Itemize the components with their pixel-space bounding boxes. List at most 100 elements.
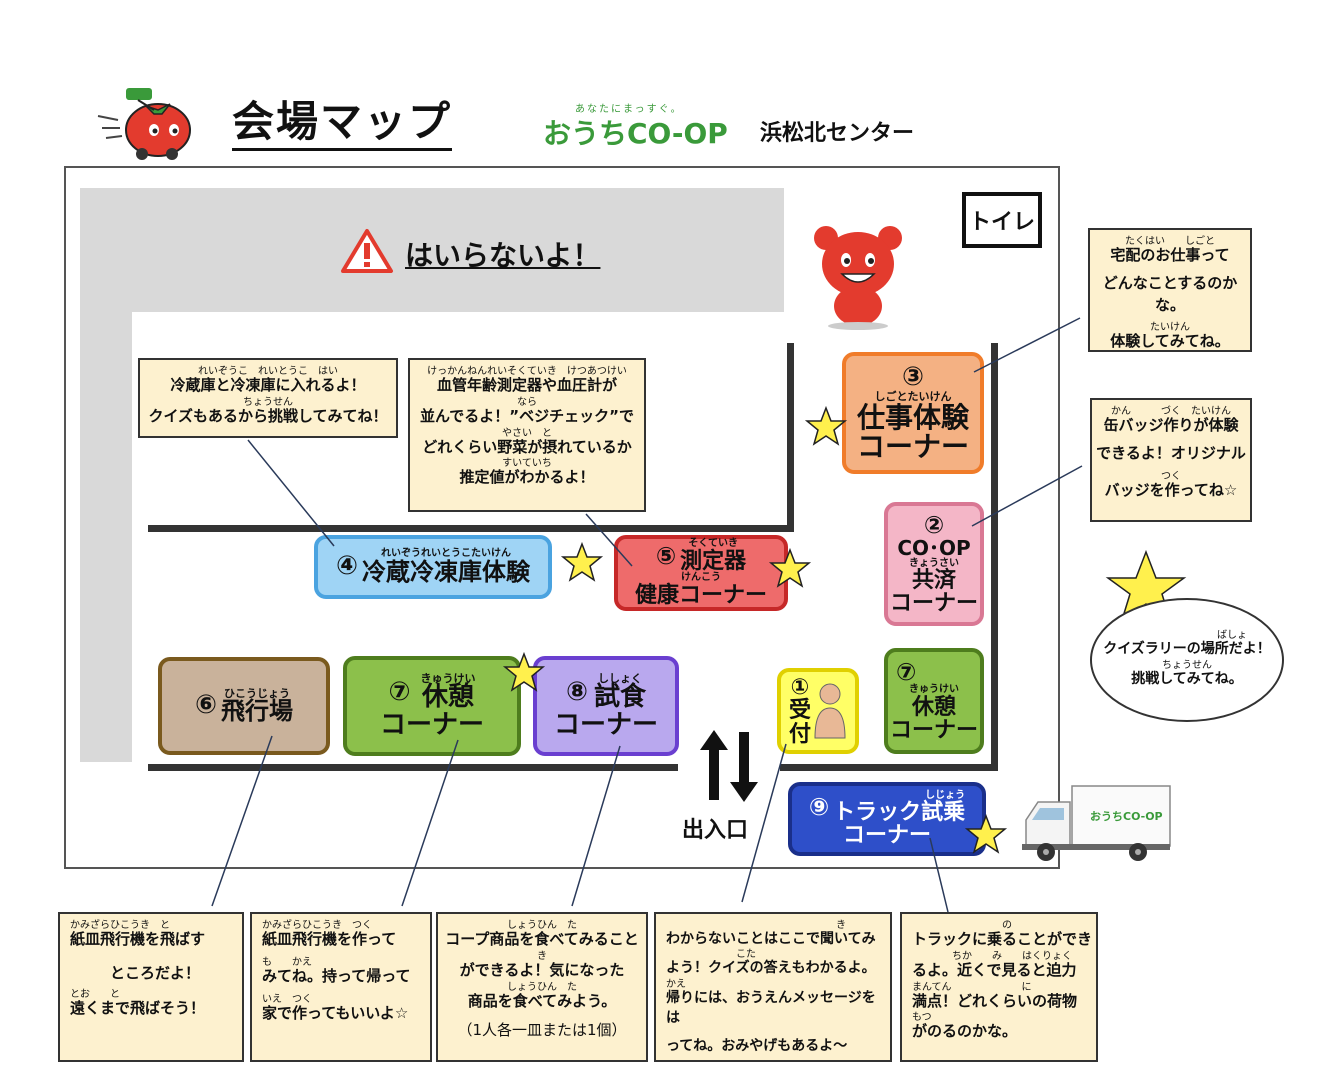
note-fridge: れいぞうこ れいとうこ はい冷蔵庫と冷凍庫に入れるよ！ ちょうせんクイズもあるか… [138, 358, 398, 438]
ruby-text: まんてん に [912, 981, 1032, 993]
corner-label-line2: 付 [788, 721, 811, 747]
corner-number: ③ [901, 362, 924, 393]
ruby-text: かん づく たいけん [1111, 406, 1231, 417]
ruby-text: き [836, 920, 846, 931]
corner-label-line2: コーナー [889, 717, 978, 743]
center-name: 浜松北センター [760, 121, 915, 146]
page-title: 会場マップ [232, 96, 453, 151]
brand-tagline: あなたにまっすぐ。 [575, 104, 683, 115]
ruby-text: ちか み はくりょく [952, 950, 1072, 962]
corner-ruby: ひこうじょう [224, 686, 290, 700]
warning-icon [340, 228, 394, 274]
note-text: ってね。おみやげもあるよ〜 [666, 1038, 848, 1055]
ruby-text: たいけん [1150, 322, 1190, 334]
note-text: 紙皿飛行機を飛ばす [70, 930, 206, 948]
note-text: バッジを作ってね☆ [1104, 480, 1238, 499]
ruby-text: かえ [666, 978, 686, 990]
corner-number: ⑦ [388, 676, 411, 707]
ruby-text: ばしょ [1217, 630, 1247, 641]
ruby-text: もつ [912, 1012, 932, 1024]
corner-ruby: しじょう [925, 789, 966, 801]
ruby-text: すいていち [502, 458, 552, 470]
corner-label-line1: 休憩 [911, 694, 956, 720]
truck-brand-text: おうちCO-OP [1090, 810, 1163, 823]
note-rest: かみざらひこうき つく紙皿飛行機を作って も かえみてね。持って帰って いえ つ… [250, 912, 432, 1062]
corner-1-reception[interactable]: ① 受 付 [777, 668, 859, 754]
corner-label-line2: 健康コーナー [634, 582, 767, 608]
corner-6-airfield[interactable]: ⑥ ひこうじょう 飛行場 [158, 657, 330, 755]
corner-number: ⑥ [194, 690, 217, 721]
corner-4-fridge-freezer[interactable]: ④ れいぞうれいとうこたいけん 冷蔵冷凍庫体験 [314, 535, 552, 599]
ruby-text: も かえ [262, 956, 312, 968]
corner-number: ④ [335, 551, 358, 582]
bubble-text: クイズラリーの場所だよ！ [1103, 641, 1271, 657]
wall-upper-horizontal [148, 525, 794, 532]
corner-label-line1: 試食 [594, 682, 647, 713]
delivery-truck-icon: おうちCO-OP [1020, 784, 1172, 864]
corner-ruby: きゅうけい [909, 684, 959, 696]
corner-label-line1: 飛行場 [221, 697, 293, 726]
corner-7-rest-right[interactable]: ⑦ きゅうけい 休憩 コーナー [884, 648, 984, 754]
wall-lower-right [780, 764, 998, 771]
entrance-arrows-icon [700, 730, 758, 802]
quiz-rally-bubble: ばしょクイズラリーの場所だよ！ ちょうせん挑戦してみてね。 [1090, 598, 1284, 722]
corner-number: ⑦ [896, 658, 917, 687]
note-text: 並んでるよ！”ベジチェック”で [420, 406, 634, 425]
note-text: みてね。持って帰って [262, 966, 411, 985]
corner-label-line1: 受 [788, 698, 811, 724]
note-text: 商品を食べてみよう。 [467, 991, 617, 1010]
corner-label-line1: 冷蔵冷凍庫体験 [362, 557, 530, 586]
corner-label-line2: 共済 [911, 568, 956, 594]
note-text: 冷蔵庫と冷凍庫に入れるよ！ [170, 376, 366, 394]
note-text: 紙皿飛行機を作って [262, 930, 397, 948]
note-truck: のトラックに乗ることができ ちか み はくりょくるよ。近くで見ると迫力 まんてん… [900, 912, 1098, 1062]
ruby-text: とお と [70, 988, 120, 1000]
toilet-sign: トイレ [962, 192, 1042, 248]
note-text: よう！クイズの答えもわかるよ。 [666, 960, 876, 977]
staff-person-icon [814, 683, 846, 739]
ruby-text: しょうひん た [507, 920, 577, 931]
corner-label-line1: CO･OP [897, 535, 971, 560]
corner-label-line1: 休憩 [421, 682, 474, 713]
corner-label-line2: コーナー [856, 430, 969, 464]
corner-ruby: けんこう [681, 572, 721, 583]
corner-number: ① [790, 675, 810, 701]
note-tasting: しょうひん たコープ商品を食べてみること きができるよ！気になった しょうひん … [436, 912, 648, 1062]
note-text: 缶バッジ作りが体験 [1103, 416, 1239, 434]
ruby-text: こた [736, 949, 756, 961]
note-kyosai: かん づく たいけん缶バッジ作りが体験 できるよ！オリジナル つくバッジを作って… [1090, 398, 1252, 522]
corner-3-work-experience[interactable]: ③ しごとたいけん 仕事体験 コーナー [842, 352, 984, 474]
corner-label-line1: 測定器 [680, 548, 747, 574]
corner-ruby: しごとたいけん [874, 390, 952, 404]
no-entry-zone-top [80, 188, 784, 312]
note-text: クイズもあるから挑戦してみてね！ [148, 406, 388, 425]
corner-7-rest-left[interactable]: ⑦ きゅうけい 休憩 コーナー [343, 656, 521, 756]
note-text: コープ商品を食べてみること [445, 930, 639, 948]
ruby-text: しょうひん た [507, 981, 577, 993]
corner-2-kyosai[interactable]: ② CO･OP きょうさい 共済 コーナー [884, 502, 984, 626]
note-text: どんなことするのかな。 [1102, 273, 1238, 314]
corner-number: ⑧ [565, 676, 588, 707]
corner-label-line1: 仕事体験 [856, 401, 969, 435]
note-text: 推定値がわかるよ！ [459, 468, 595, 487]
note-text: （1人各一皿または1個） [457, 1021, 627, 1040]
corner-number: ② [923, 510, 945, 539]
ruby-text: ちょうせん [1162, 660, 1212, 671]
corner-9-truck-ride[interactable]: ⑨ しじょう トラック試乗 コーナー [788, 782, 986, 856]
ruby-text: かみざらひこうき と [70, 920, 170, 931]
corner-5-health-measurement[interactable]: ⑤ そくていき 測定器 けんこう 健康コーナー [614, 535, 788, 611]
note-reception: きわからないことはここで聞いてみ こたよう！クイズの答えもわかるよ。 かえ帰りに… [654, 912, 892, 1062]
corner-8-tasting[interactable]: ⑧ ししょく 試食 コーナー [533, 656, 679, 756]
bear-mascot-icon [808, 220, 908, 330]
ruby-text: なら [517, 396, 537, 408]
note-text: ができるよ！気になった [459, 960, 625, 979]
note-text: ところだよ！ [110, 963, 201, 982]
note-text: るよ。近くで見ると迫力 [912, 960, 1077, 979]
note-airfield: かみざらひこうき と紙皿飛行機を飛ばす ところだよ！ とお と遠くまで飛ばそう！ [58, 912, 244, 1062]
corner-number: ⑤ [655, 541, 677, 570]
corner-ruby: れいぞうれいとうこたいけん [381, 548, 511, 560]
corner-label-line2: コーナー [379, 709, 484, 740]
ruby-text: き [537, 950, 547, 962]
corner-label-line1: トラック試乗 [833, 800, 966, 826]
no-entry-label: はいらないよ！ [405, 239, 601, 272]
